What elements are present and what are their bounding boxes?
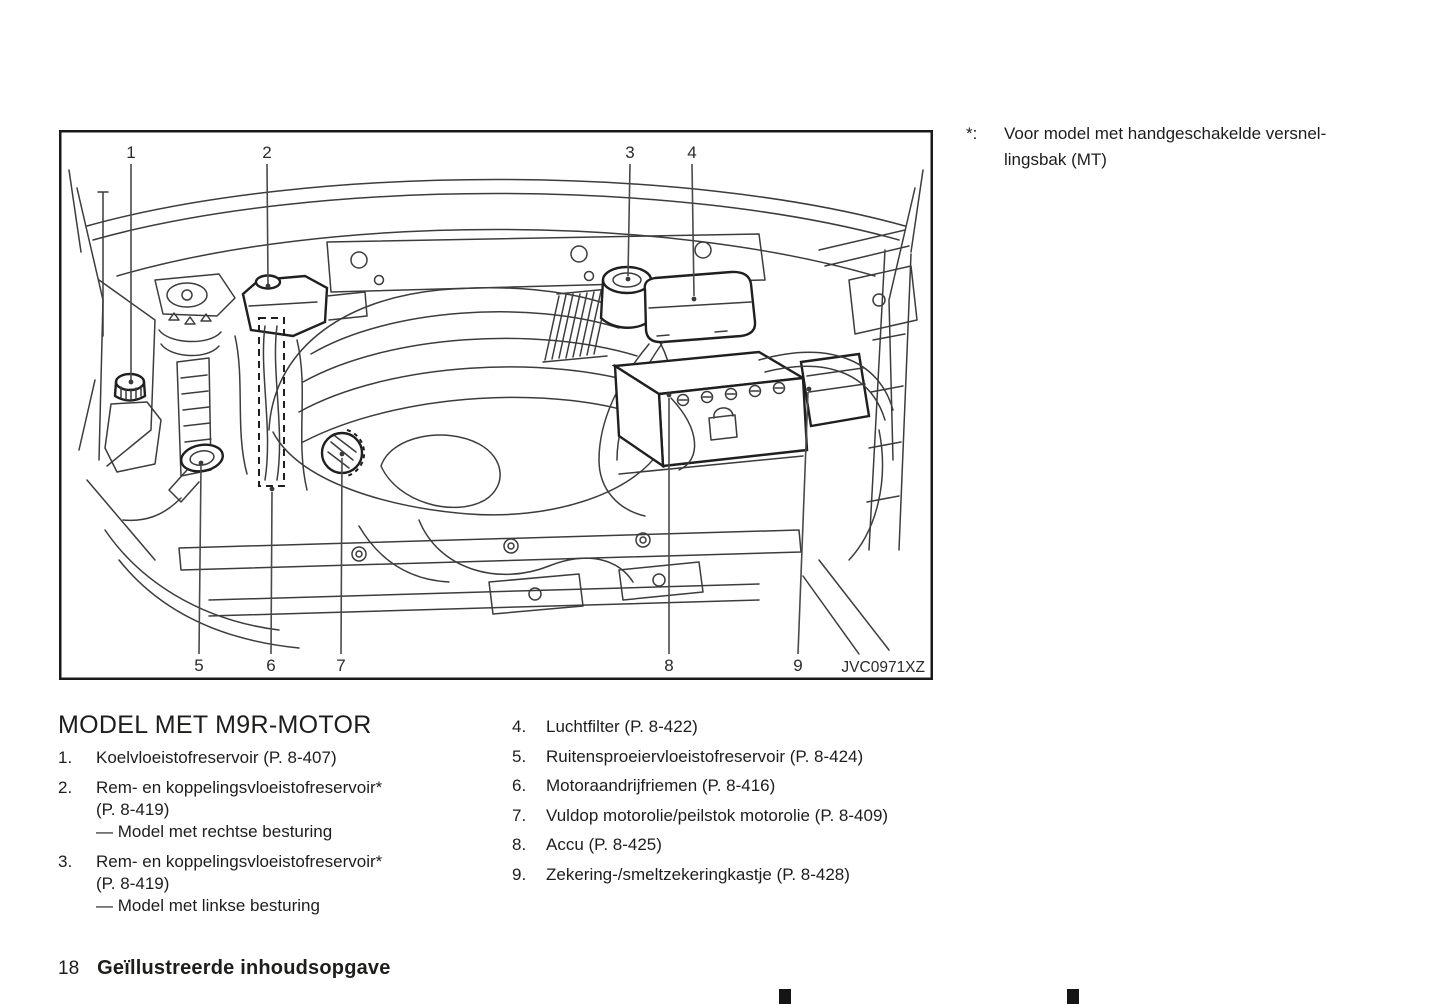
lower-crossmember [104, 529, 802, 649]
parts-item-number: 2. [58, 778, 73, 797]
parts-item-number: 6. [512, 776, 527, 795]
page-number: 18 [58, 958, 80, 979]
callout-7: 7 [336, 656, 345, 675]
parts-item-text: Zekering-/smeltzekeringkastje (P. 8-428) [546, 864, 850, 886]
callout-6: 6 [266, 656, 275, 675]
parts-list-item: 8. Accu (P. 8-425) [512, 834, 992, 856]
parts-item-number: 1. [58, 748, 73, 767]
callout-7-leader [340, 457, 343, 655]
parts-item-text: Ruitensproeiervloeistofreservoir (P. 8-4… [546, 746, 863, 768]
parts-item-text: Rem- en koppelingsvloeistofreservoir* (P.… [96, 851, 382, 917]
coolant-reservoir [104, 372, 162, 473]
battery [611, 350, 809, 475]
parts-list-item: 5. Ruitensproeiervloeistofreservoir (P. 8… [512, 746, 992, 768]
parts-list-item: 7. Vuldop motorolie/peilstok motorolie (P… [512, 805, 992, 827]
parts-item-line: Ruitensproeiervloeistofreservoir (P. 8-4… [546, 746, 864, 766]
drive-belt-area [258, 317, 285, 487]
washer-filler-neck [122, 469, 200, 522]
footnote-line-1: Voor model met handgeschakelde versnel- [1004, 124, 1327, 143]
section-title: MODEL MET M9R-MOTOR [58, 711, 372, 739]
fuse-box [758, 351, 894, 561]
air-cleaner-box [598, 270, 757, 517]
washer-filler [179, 443, 225, 473]
callout-2: 2 [262, 143, 271, 162]
parts-item-line: — Model met rechtse besturing [96, 822, 333, 841]
callout-4-leader [691, 163, 695, 297]
callout-4: 4 [687, 143, 696, 162]
parts-item-line: Motoraandrijfriemen (P. 8-416) [546, 776, 776, 795]
parts-list-item: 3. Rem- en koppelingsvloeistofreservoir* (… [58, 851, 498, 917]
page-footer: 18 Geïllustreerde inhoudsopgave [58, 957, 391, 980]
callout-9: 9 [793, 656, 802, 675]
parts-list-left: 1. Koelvloeistofreservoir (P. 8-407) 2. Rem… [58, 747, 498, 925]
parts-item-text: Luchtfilter (P. 8-422) [546, 716, 698, 738]
parts-list-item: 4. Luchtfilter (P. 8-422) [512, 716, 992, 738]
parts-item-line: (P. 8-419) [96, 874, 170, 893]
footnote: *: Voor model met handgeschakelde versne… [966, 121, 1366, 173]
parts-list-item: 2. Rem- en koppelingsvloeistofreservoir* (… [58, 777, 498, 843]
parts-list-right: 4. Luchtfilter (P. 8-422) 5. Ruitensproeier… [512, 716, 992, 893]
radiator-support-bracket [326, 233, 766, 293]
parts-item-line: Rem- en koppelingsvloeistofreservoir* [96, 778, 383, 797]
callout-6-leader [270, 491, 273, 655]
callout-leaders [128, 163, 812, 655]
callout-9-leader [797, 391, 809, 655]
footer-chapter-title: Geïllustreerde inhoudsopgave [97, 957, 391, 979]
callout-5: 5 [194, 656, 203, 675]
parts-item-number: 4. [512, 717, 527, 736]
parts-item-number: 5. [512, 746, 527, 766]
footnote-line-2: lingsbak (MT) [1004, 150, 1107, 169]
parts-item-text: Accu (P. 8-425) [546, 834, 662, 856]
parts-item-number: 3. [58, 852, 73, 871]
callout-3-leader [627, 163, 631, 277]
parts-item-number: 9. [512, 864, 527, 884]
parts-item-text: Motoraandrijfriemen (P. 8-416) [546, 775, 775, 797]
callout-2-leader [266, 163, 269, 285]
engine-bay-diagram: 1 2 3 4 5 6 7 8 9 JVC0971XZ [59, 130, 933, 680]
parts-item-line: Accu (P. 8-425) [546, 835, 662, 854]
parts-item-line: Luchtfilter (P. 8-422) [546, 717, 698, 736]
cowl-panel [86, 178, 906, 277]
parts-item-line: Koelvloeistofreservoir (P. 8-407) [96, 748, 337, 767]
brake-fluid-reservoir [241, 274, 368, 338]
parts-item-line: Vuldop motorolie/peilstok motorolie (P. … [546, 805, 889, 825]
left-fender [68, 169, 156, 561]
parts-item-line: Rem- en koppelingsvloeistofreservoir* [96, 852, 383, 871]
engine-bay-drawing [68, 169, 924, 655]
callout-8: 8 [664, 656, 673, 675]
footnote-marker: *: [966, 124, 978, 143]
parts-list-item: 1. Koelvloeistofreservoir (P. 8-407) [58, 747, 498, 769]
battery-cell-caps [676, 381, 786, 407]
figure-border [59, 130, 933, 680]
callout-numbers: 1 2 3 4 5 6 7 8 9 [126, 143, 802, 675]
parts-list-item: 6. Motoraandrijfriemen (P. 8-416) [512, 775, 992, 797]
parts-item-number: 7. [512, 805, 527, 825]
callout-3: 3 [625, 143, 634, 162]
parts-item-text: Rem- en koppelingsvloeistofreservoir* (P.… [96, 777, 382, 843]
parts-item-line: Zekering-/smeltzekeringkastje (P. 8-428) [546, 864, 850, 884]
parts-item-number: 8. [512, 835, 527, 854]
parts-item-text: Koelvloeistofreservoir (P. 8-407) [96, 747, 337, 769]
hoses [234, 335, 634, 583]
parts-item-text: Vuldop motorolie/peilstok motorolie (P. … [546, 805, 888, 827]
print-edge-mark-left [779, 989, 791, 1004]
callout-1: 1 [126, 143, 135, 162]
parts-item-line: — Model met linkse besturing [96, 896, 320, 915]
parts-item-line: (P. 8-419) [96, 800, 170, 819]
parts-list-item: 9. Zekering-/smeltzekeringkastje (P. 8-42… [512, 864, 992, 886]
print-edge-mark-right [1067, 989, 1079, 1004]
engine-bay-figure: 1 2 3 4 5 6 7 8 9 JVC0971XZ [59, 130, 933, 680]
callout-5-leader [198, 465, 202, 655]
left-strut-tower [154, 273, 236, 357]
figure-code: JVC0971XZ [841, 659, 925, 676]
footnote-text: Voor model met handgeschakelde versnel- … [1004, 121, 1326, 173]
